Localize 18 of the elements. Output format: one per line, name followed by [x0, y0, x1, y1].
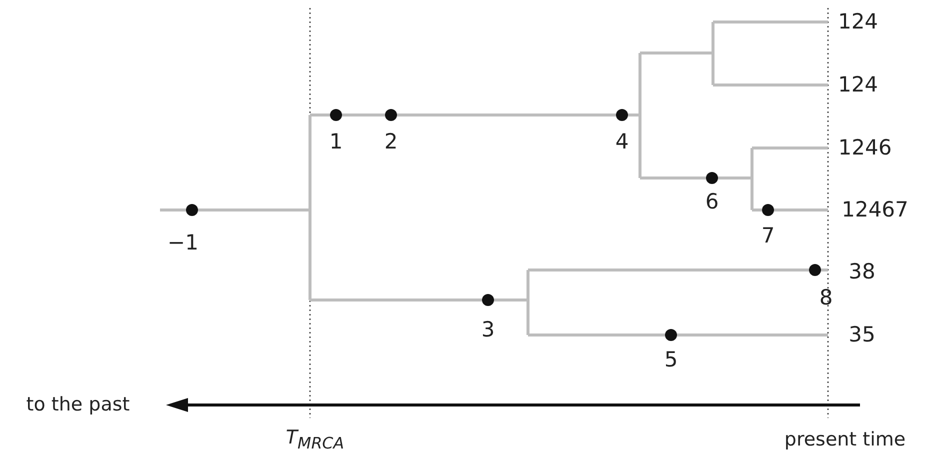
- tip-label: 35: [848, 324, 876, 346]
- mutation-number: 3: [481, 320, 495, 340]
- mutation-number: 2: [384, 132, 398, 152]
- tip-label: 38: [848, 262, 876, 282]
- mutation-number: −1: [168, 232, 198, 254]
- axis-label: to the past: [26, 396, 130, 414]
- mutation-number: 1: [329, 132, 343, 152]
- axis-label: T$_{MRCA}$: [286, 428, 344, 452]
- mutation-number: 6: [705, 192, 719, 212]
- tip-label: 12467: [842, 200, 908, 220]
- mutation-number: 8: [819, 288, 833, 308]
- tip-label: 1246: [838, 138, 892, 158]
- tip-label: 124: [838, 12, 878, 32]
- mutation-number: 4: [615, 132, 629, 152]
- mutation-number: 5: [664, 350, 678, 370]
- axis-label: present time: [784, 430, 906, 450]
- tip-label: 124: [838, 74, 878, 96]
- mutation-number: 7: [761, 226, 775, 246]
